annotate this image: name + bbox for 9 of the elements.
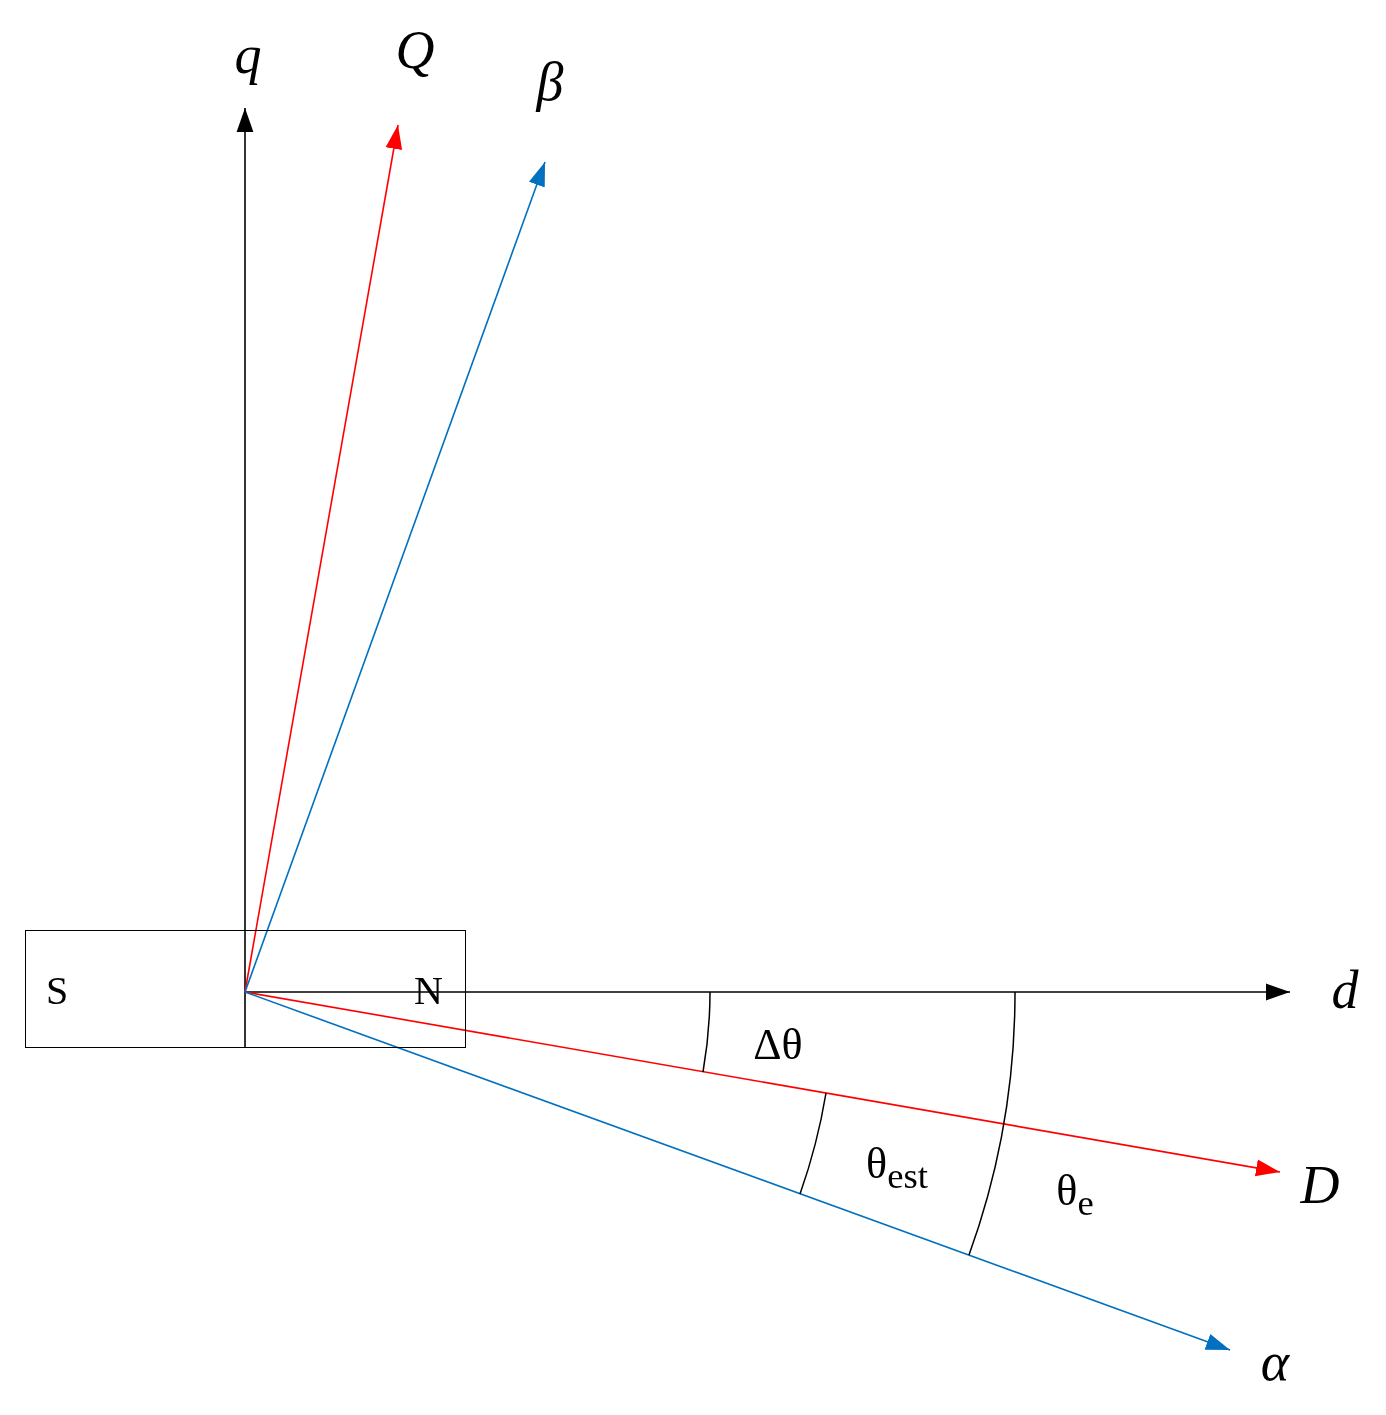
angle-label: Δθ [753, 1023, 803, 1067]
axis-label: α [1260, 1335, 1290, 1389]
axis-label: D [1300, 1158, 1340, 1212]
angle-label: θ$_{e}$ [1056, 1168, 1094, 1222]
axis-label: d [1331, 963, 1359, 1017]
magnet-box [25, 930, 466, 1048]
pole-label: S [46, 971, 69, 1011]
angle-label: θ$_{est}$ [866, 1141, 928, 1195]
axis-label: Q [395, 23, 435, 77]
